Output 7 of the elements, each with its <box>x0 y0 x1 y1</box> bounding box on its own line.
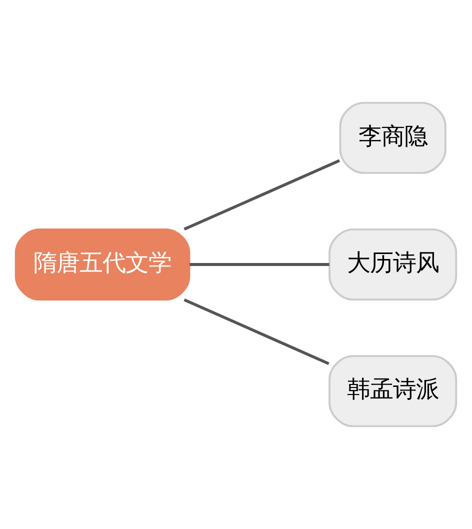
node-box: 韩孟诗派 <box>328 355 458 428</box>
node-box: 李商隐 <box>339 102 446 174</box>
connector <box>184 298 330 365</box>
connector <box>184 159 340 231</box>
node-box: 大历诗风 <box>328 228 458 301</box>
connector <box>190 263 330 266</box>
node-box: 隋唐五代文学 <box>14 228 190 301</box>
